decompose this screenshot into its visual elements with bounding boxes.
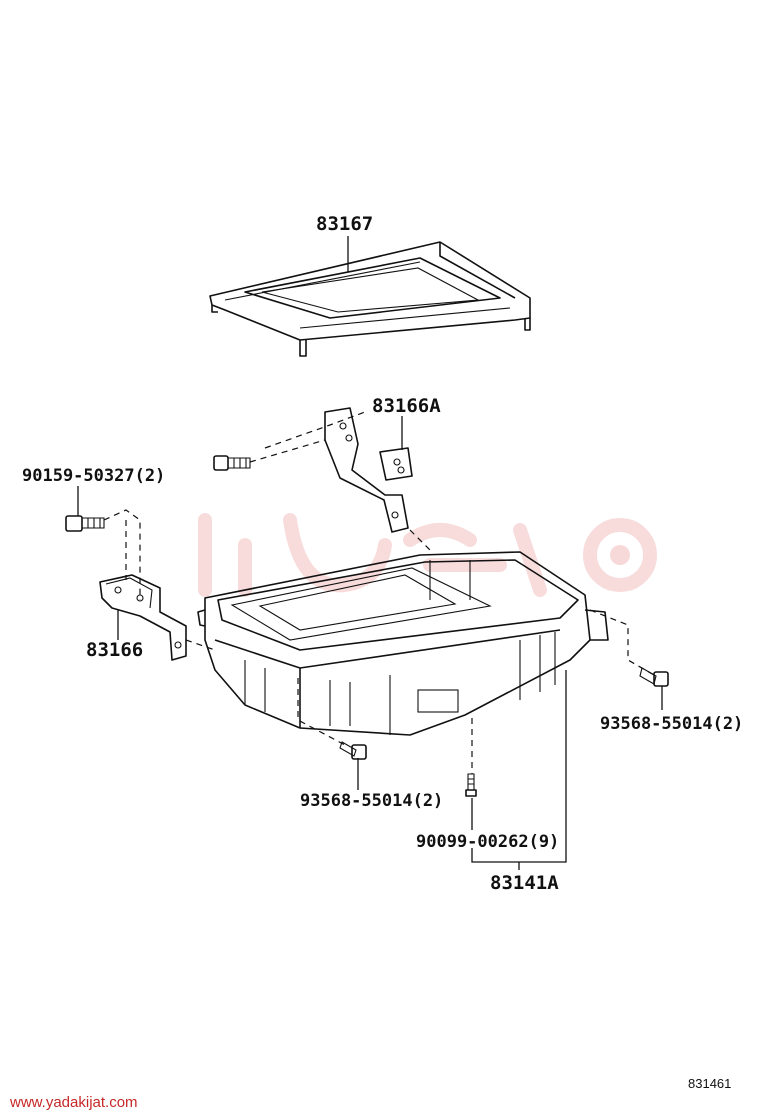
label-83141a: 83141A: [490, 872, 559, 894]
bracket-83166: [99, 574, 187, 661]
bracket-83166a: [324, 407, 413, 533]
label-screw-bottom: 93568-55014(2): [300, 791, 443, 811]
screw-center: [465, 773, 477, 797]
website-watermark: www.yadakijat.com: [9, 1094, 138, 1111]
label-83166a: 83166A: [372, 395, 441, 417]
label-screw-right: 93568-55014(2): [600, 714, 743, 734]
leader-lines: [77, 236, 663, 870]
label-83166: 83166: [86, 639, 143, 661]
bolt-left: [65, 515, 105, 532]
assembly-lines: [103, 411, 655, 774]
housing-83141a: [197, 551, 609, 736]
label-bolt-left: 90159-50327(2): [22, 466, 165, 486]
label-screw-center: 90099-00262(9): [416, 832, 559, 852]
screw-right: [639, 667, 669, 687]
watermark-logo: [198, 513, 657, 597]
bolt-upper: [213, 455, 251, 471]
label-83167: 83167: [316, 213, 373, 235]
screw-bottom: [339, 741, 367, 760]
diagram-code: 831461: [688, 1076, 731, 1091]
tray-frame-83167: [209, 241, 531, 357]
